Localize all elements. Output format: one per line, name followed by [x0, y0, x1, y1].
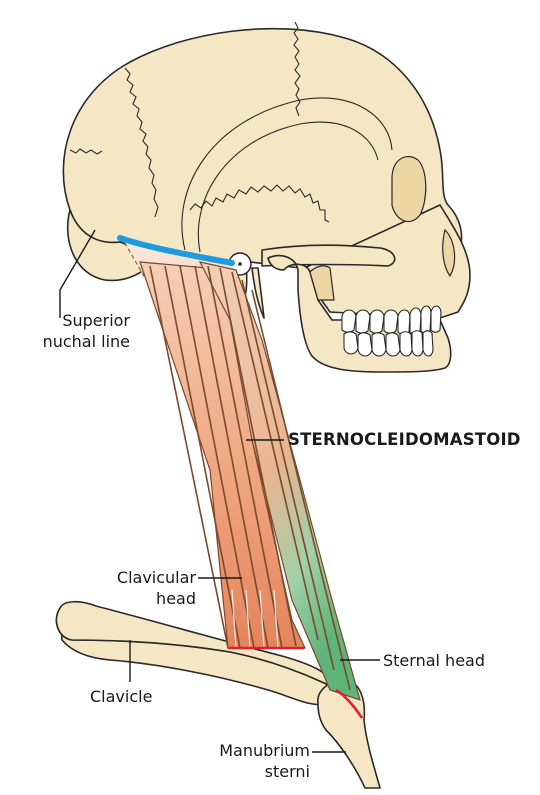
orbit [392, 157, 426, 222]
superior-nuchal-line-label-line2: nuchal line [10, 331, 130, 352]
manubrium-sterni-label-line2: sterni [180, 761, 310, 782]
sternal-head-label: Sternal head [383, 650, 485, 671]
meatus-dot [238, 262, 242, 266]
clavicle-label: Clavicle [90, 686, 152, 707]
superior-nuchal-line-label: Superior nuchal line [10, 310, 130, 352]
muscle-title: STERNOCLEIDOMASTOID [288, 429, 521, 450]
clavicular-head-label-line2: head [60, 588, 196, 609]
clavicular-head-label: Clavicular head [60, 567, 196, 609]
superior-nuchal-line-label-line1: Superior [10, 310, 130, 331]
manubrium-sterni-label: Manubrium sterni [180, 740, 310, 782]
clavicular-head-label-line1: Clavicular [60, 567, 196, 588]
manubrium-sterni-label-line1: Manubrium [180, 740, 310, 761]
styloid-process [252, 268, 264, 318]
